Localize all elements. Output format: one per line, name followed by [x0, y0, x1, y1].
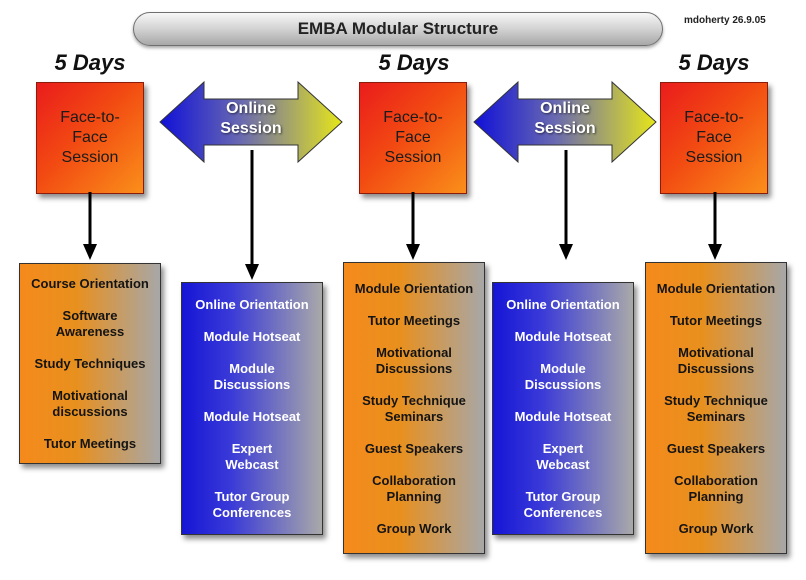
days-label-1: 5 Days [54, 50, 126, 75]
list-item: Course Orientation [31, 276, 149, 291]
author-note: mdoherty 26.9.05 [684, 15, 766, 26]
online-activities-box-2: Online Orientation Module Hotseat Module… [492, 282, 634, 535]
list-item: Module Hotseat [203, 329, 301, 344]
list-item: Group Work [678, 521, 754, 536]
list-item: Module Hotseat [514, 329, 612, 344]
list-item: Group Work [376, 521, 452, 536]
list-item: Study Technique Seminars [362, 393, 466, 424]
face-to-face-session-2: Face-to- Face Session [359, 82, 467, 194]
module-activities-box-1: Module Orientation Tutor Meetings Motiva… [343, 262, 485, 554]
face-to-face-label: Face-to- Face Session [383, 109, 443, 166]
face-to-face-session-3: Face-to- Face Session [660, 82, 768, 194]
list-item: Online Orientation [506, 297, 620, 312]
list-item: Collaboration Planning [372, 473, 456, 504]
diagram-title: EMBA Modular Structure [133, 12, 663, 46]
online-activities-box-1: Online Orientation Module Hotseat Module… [181, 282, 323, 535]
list-item: Software Awareness [55, 308, 125, 339]
face-to-face-label: Face-to- Face Session [60, 109, 120, 166]
list-item: Module Orientation [656, 281, 776, 296]
online-session-arrow-1 [159, 80, 343, 164]
list-item: Guest Speakers [666, 441, 766, 456]
list-item: Motivational Discussions [677, 345, 755, 376]
course-intro-activities-box: Course Orientation Software Awareness St… [19, 263, 161, 464]
down-arrow-3 [406, 192, 420, 260]
list-item: Collaboration Planning [674, 473, 758, 504]
list-item: Study Technique Seminars [664, 393, 768, 424]
list-item: Guest Speakers [364, 441, 464, 456]
list-item: Module Orientation [354, 281, 474, 296]
module-activities-box-2: Module Orientation Tutor Meetings Motiva… [645, 262, 787, 554]
list-item: Tutor Group Conferences [523, 489, 603, 520]
online-session-arrow-2 [473, 80, 657, 164]
down-arrow-2 [245, 150, 259, 280]
list-item: Module Discussions [213, 361, 291, 392]
days-label-2: 5 Days [378, 50, 450, 75]
list-item: Study Techniques [34, 356, 146, 371]
face-to-face-label: Face-to- Face Session [684, 109, 744, 166]
down-arrow-5 [708, 192, 722, 260]
list-item: Module Discussions [524, 361, 602, 392]
list-item: Tutor Meetings [669, 313, 763, 328]
list-item: Expert Webcast [225, 441, 279, 472]
list-item: Module Hotseat [203, 409, 301, 424]
list-item: Tutor Meetings [43, 436, 137, 451]
list-item: Tutor Meetings [367, 313, 461, 328]
list-item: Motivational discussions [52, 388, 128, 419]
list-item: Module Hotseat [514, 409, 612, 424]
days-label-3: 5 Days [678, 50, 750, 75]
list-item: Online Orientation [195, 297, 309, 312]
list-item: Tutor Group Conferences [212, 489, 292, 520]
face-to-face-session-1: Face-to- Face Session [36, 82, 144, 194]
down-arrow-1 [83, 192, 97, 260]
list-item: Motivational Discussions [375, 345, 453, 376]
online-session-label-2: Online Session [534, 100, 596, 137]
list-item: Expert Webcast [536, 441, 590, 472]
down-arrow-4 [559, 150, 573, 260]
online-session-label-1: Online Session [220, 100, 282, 137]
